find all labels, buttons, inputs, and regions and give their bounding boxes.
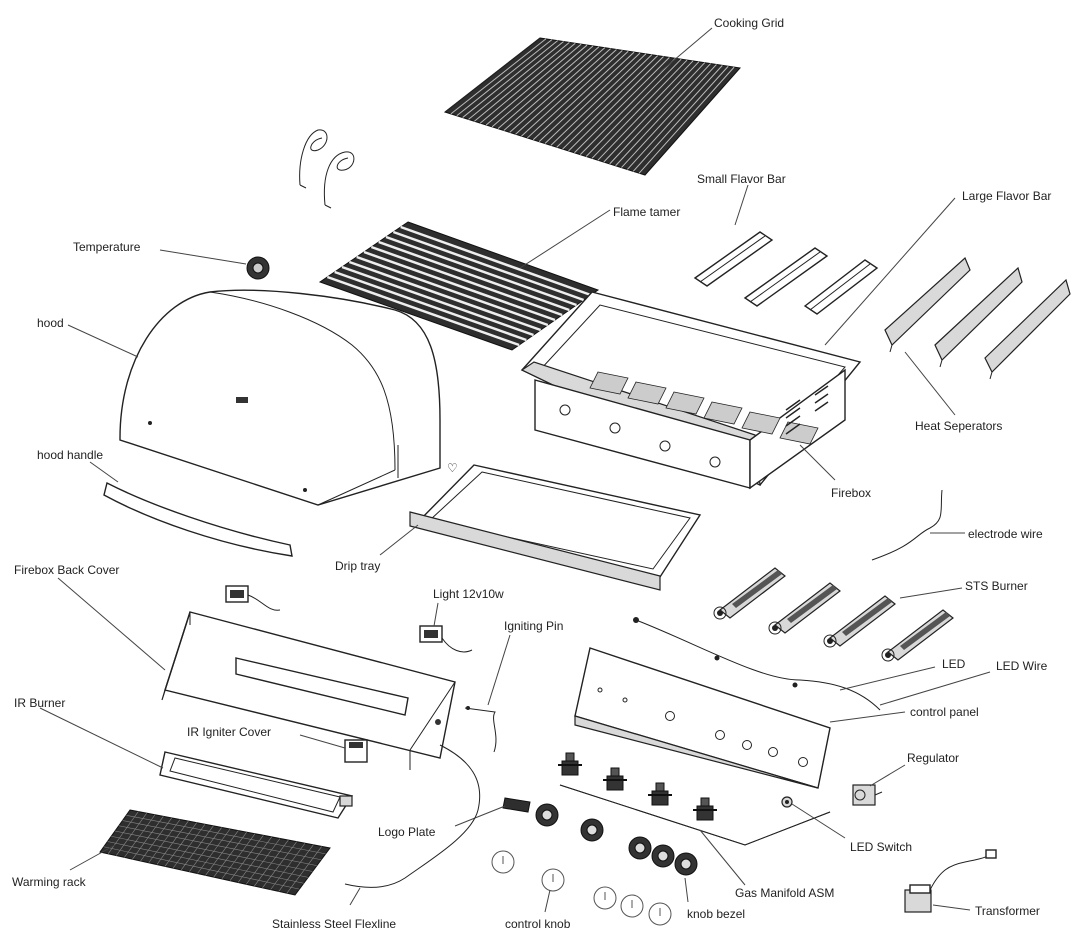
flame-tamer-leader <box>519 209 611 269</box>
ir-burner-label: IR Burner <box>14 696 65 710</box>
gas-manifold-leader <box>699 829 746 886</box>
hood-leader <box>67 324 139 358</box>
control-knob-label: control knob <box>505 917 571 931</box>
ir-igniter-cover <box>344 739 368 763</box>
igniting-pin <box>464 706 497 753</box>
igniting-pin-leader <box>487 634 511 706</box>
logo-plate-label: Logo Plate <box>378 825 436 839</box>
temperature-gauge <box>246 256 270 280</box>
flame-tamer-label: Flame tamer <box>613 205 680 219</box>
firebox-back-cover <box>161 611 456 770</box>
warming-rack-label: Warming rack <box>12 875 87 889</box>
led-wire-label: LED Wire <box>996 659 1048 673</box>
knob-bezels <box>535 803 698 876</box>
firebox-back-cover-label: Firebox Back Cover <box>14 563 119 577</box>
firebox-back-cover-leader <box>57 577 166 671</box>
heat-separators-label: Heat Seperators <box>915 419 1002 433</box>
control-panel-leader <box>829 711 906 723</box>
electrode-wire-label: electrode wire <box>968 527 1043 541</box>
gas-manifold-label: Gas Manifold ASM <box>735 886 834 900</box>
led-wire-leader <box>879 671 991 706</box>
igniting-pin-label: Igniting Pin <box>504 619 563 633</box>
control-knob-leader <box>544 889 551 913</box>
stainless-flexline <box>344 744 481 888</box>
cooking-grid <box>443 37 741 176</box>
regulator <box>852 784 883 806</box>
temperature-label: Temperature <box>73 240 141 254</box>
cooking-grid-leader <box>659 27 713 73</box>
transformer-leader <box>932 904 971 911</box>
ir-burner <box>159 751 354 819</box>
ir-burner-leader <box>39 707 164 769</box>
small-flavor-bar-label: Small Flavor Bar <box>697 172 786 186</box>
warming-rack-leader <box>69 844 116 871</box>
led-wire <box>633 617 881 711</box>
control-panel-label: control panel <box>910 705 979 719</box>
logo-plate-leader <box>454 805 506 827</box>
regulator-leader <box>869 764 906 787</box>
light-label: Light 12v10w <box>433 587 504 601</box>
sts-burner-leader <box>899 587 963 599</box>
ir-igniter-cover-leader <box>299 734 346 749</box>
knob-bezel-label: knob bezel <box>687 907 745 921</box>
led-switch <box>781 796 793 808</box>
large-flavor-bar-label: Large Flavor Bar <box>962 189 1051 203</box>
knob-bezel-leader <box>684 877 689 903</box>
small-flavor-bars <box>693 231 879 315</box>
firebox-label: Firebox <box>831 486 871 500</box>
led-label: LED <box>942 657 966 671</box>
led-switch-leader <box>791 803 846 839</box>
drip-tray-label: Drip tray <box>335 559 380 573</box>
drip-tray-leader <box>379 524 419 556</box>
transformer-label: Transformer <box>975 904 1040 918</box>
hood-label: hood <box>37 316 64 330</box>
heat-separators <box>884 256 1071 380</box>
stainless-flexline-leader <box>349 887 361 906</box>
stainless-flexline-label: Stainless Steel Flexline <box>272 917 396 931</box>
hood-handle-label: hood handle <box>37 448 103 462</box>
flame-tamer <box>318 221 600 351</box>
sts-burners <box>713 567 954 662</box>
regulator-label: Regulator <box>907 751 959 765</box>
hood-handle-leader <box>89 461 119 483</box>
hood <box>119 289 441 506</box>
control-knobs <box>491 850 672 926</box>
warming-rack <box>99 809 331 896</box>
sts-burner-label: STS Burner <box>965 579 1028 593</box>
hood-handle <box>103 481 293 557</box>
firebox-leader <box>799 444 836 481</box>
small-flavor-bar-leader <box>734 184 749 226</box>
firebox <box>520 291 862 490</box>
small-marker: ♡ <box>447 461 458 475</box>
gas-manifold <box>558 752 831 846</box>
temperature-leader <box>159 249 247 265</box>
logo-plate <box>502 797 531 813</box>
ir-igniter-cover-label: IR Igniter Cover <box>187 725 271 739</box>
lights <box>225 585 473 653</box>
electrode-wire <box>871 489 943 561</box>
igniter-springs <box>299 129 355 209</box>
large-flavor-bar-leader <box>824 197 956 346</box>
cooking-grid-label: Cooking Grid <box>714 16 784 30</box>
led-leader <box>839 666 936 691</box>
drip-tray <box>409 464 702 591</box>
heat-separators-leader <box>904 351 956 416</box>
light-leader <box>433 602 439 627</box>
control-panel <box>574 647 831 789</box>
led-switch-label: LED Switch <box>850 840 912 854</box>
transformer <box>904 849 997 913</box>
